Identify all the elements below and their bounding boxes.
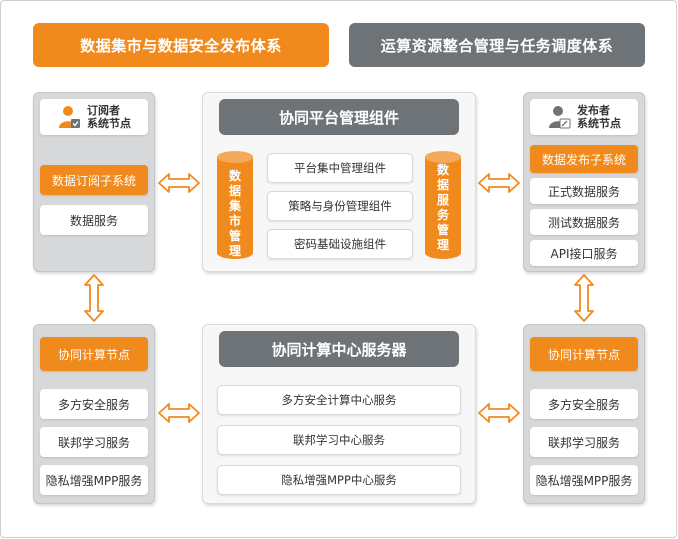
compute-center-server-panel: 协同计算中心服务器 多方安全计算中心服务 联邦学习中心服务 隐私增强MPP中心服… [202,324,476,504]
publisher-node-panel: 发布者系统节点 数据发布子系统 正式数据服务 测试数据服务 API接口服务 [523,92,645,272]
left-compute-node-title[interactable]: 协同计算节点 [40,337,148,371]
publisher-person-icon [547,104,571,130]
data-market-management-cylinder: 数据集市管理 [217,151,253,259]
mpc-center-service[interactable]: 多方安全计算中心服务 [217,385,461,415]
publisher-node-header: 发布者系统节点 [530,99,638,135]
banner-data-market: 数据集市与数据安全发布体系 [33,23,329,67]
arrow-left-compute-center [158,403,200,423]
subscriber-node-title: 订阅者系统节点 [87,104,131,130]
banner-compute-scheduling: 运算资源整合管理与任务调度体系 [349,23,645,67]
right-multiparty-security-service[interactable]: 多方安全服务 [530,389,638,419]
compute-center-server-title: 协同计算中心服务器 [219,331,459,367]
right-federated-learning-service[interactable]: 联邦学习服务 [530,427,638,457]
cyl-right-ch6: 理 [436,238,449,252]
policy-identity-management[interactable]: 策略与身份管理组件 [267,191,413,221]
cyl-left-ch4: 市 [228,214,241,228]
platform-management-panel: 协同平台管理组件 数据集市管理 数据服务管理 平台集中管理组件 策略与身份管理组… [202,92,476,272]
crypto-infrastructure-component[interactable]: 密码基础设施组件 [267,229,413,259]
arrow-platform-publisher [478,173,520,193]
left-compute-node-panel: 协同计算节点 多方安全服务 联邦学习服务 隐私增强MPP服务 [33,324,155,504]
federated-learning-center-service[interactable]: 联邦学习中心服务 [217,425,461,455]
subscriber-title-line2: 系统节点 [87,117,131,130]
platform-management-title: 协同平台管理组件 [219,99,459,135]
data-service-management-label: 数据服务管理 [425,163,461,253]
arrow-publisher-right-compute [574,274,594,322]
subscriber-title-line1: 订阅者 [87,104,120,117]
cyl-left-ch5: 管 [228,229,241,243]
cyl-right-ch3: 服 [436,193,449,207]
publisher-title-line1: 发布者 [577,104,610,117]
cyl-left-ch6: 理 [228,244,241,258]
left-multiparty-security-service[interactable]: 多方安全服务 [40,389,148,419]
api-interface-service[interactable]: API接口服务 [530,240,638,266]
publisher-title-line2: 系统节点 [577,117,621,130]
test-data-service[interactable]: 测试数据服务 [530,209,638,235]
subscriber-node-panel: 订阅者系统节点 数据订阅子系统 数据服务 [33,92,155,272]
subscriber-node-header: 订阅者系统节点 [40,99,148,135]
cyl-right-ch1: 数 [436,163,449,177]
privacy-mpp-center-service[interactable]: 隐私增强MPP中心服务 [217,465,461,495]
left-federated-learning-service[interactable]: 联邦学习服务 [40,427,148,457]
left-privacy-mpp-service[interactable]: 隐私增强MPP服务 [40,465,148,495]
cyl-right-ch4: 务 [436,208,449,222]
arrow-subscriber-left-compute [84,274,104,322]
right-compute-node-panel: 协同计算节点 多方安全服务 联邦学习服务 隐私增强MPP服务 [523,324,645,504]
cyl-right-ch2: 据 [436,178,449,192]
platform-centralized-management[interactable]: 平台集中管理组件 [267,153,413,183]
arrow-center-right-compute [478,403,520,423]
arrow-subscriber-platform [158,173,200,193]
data-service-management-cylinder: 数据服务管理 [425,151,461,259]
cyl-right-ch5: 管 [436,223,449,237]
cyl-left-ch1: 数 [228,169,241,183]
right-compute-node-title[interactable]: 协同计算节点 [530,337,638,371]
data-market-management-label: 数据集市管理 [217,169,253,259]
data-publishing-subsystem[interactable]: 数据发布子系统 [530,145,638,173]
cyl-left-ch3: 集 [228,199,241,213]
publisher-node-title: 发布者系统节点 [577,104,621,130]
data-service[interactable]: 数据服务 [40,205,148,235]
subscriber-person-icon [57,104,81,130]
formal-data-service[interactable]: 正式数据服务 [530,178,638,204]
right-privacy-mpp-service[interactable]: 隐私增强MPP服务 [530,465,638,495]
cyl-left-ch2: 据 [228,184,241,198]
data-subscription-subsystem[interactable]: 数据订阅子系统 [40,165,148,195]
